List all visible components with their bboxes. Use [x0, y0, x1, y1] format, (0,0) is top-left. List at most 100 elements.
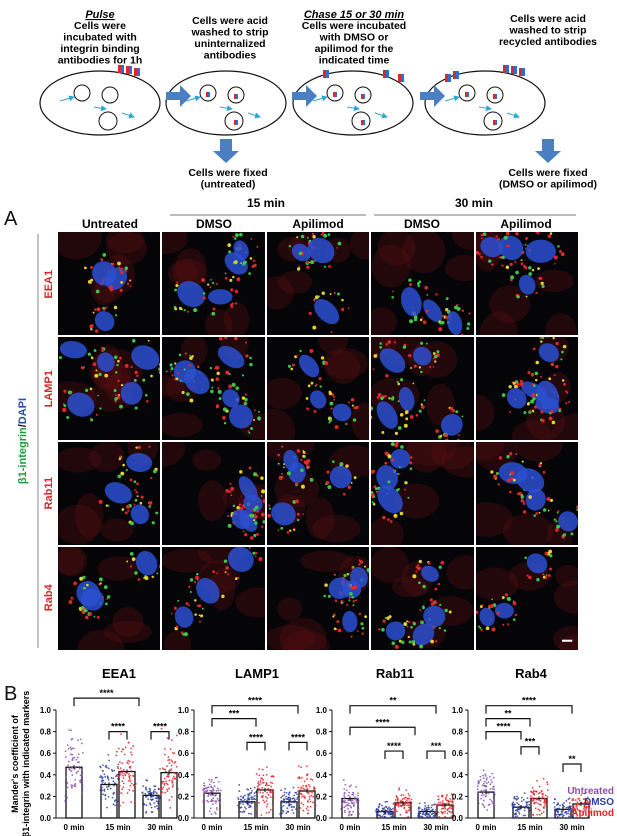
- data-point: [542, 811, 545, 813]
- data-point: [265, 800, 268, 802]
- data-point: [585, 806, 588, 809]
- x-tick-label: 15 min: [243, 823, 268, 832]
- x-tick-label: 30 min: [559, 823, 584, 832]
- data-point: [483, 806, 486, 809]
- data-point: [418, 811, 421, 814]
- data-point: [434, 816, 436, 819]
- data-point: [272, 775, 275, 778]
- data-point: [250, 796, 253, 799]
- data-point: [354, 798, 356, 800]
- data-point: [516, 802, 519, 804]
- process-arrow-2: [292, 85, 317, 107]
- data-point: [148, 790, 151, 793]
- data-point: [258, 774, 261, 777]
- data-point: [280, 799, 283, 802]
- data-point: [437, 795, 440, 798]
- data-point: [480, 794, 483, 797]
- data-point: [266, 803, 269, 806]
- data-point: [390, 815, 393, 818]
- bar-apilimod-15min: [118, 770, 136, 819]
- data-point: [257, 784, 260, 787]
- data-point: [345, 801, 348, 804]
- data-point: [269, 808, 272, 811]
- data-point: [286, 801, 289, 804]
- data-point: [406, 811, 409, 814]
- data-point: [168, 787, 170, 790]
- data-point: [585, 791, 588, 794]
- data-point: [586, 796, 589, 799]
- data-point: [300, 802, 303, 805]
- data-point: [403, 797, 406, 800]
- significance-label: ****: [249, 732, 264, 742]
- data-point: [542, 777, 545, 780]
- micrograph-rab11-col-5: [475, 442, 578, 545]
- data-point: [531, 796, 534, 799]
- data-point: [237, 804, 239, 807]
- fixation-arrow-2: [535, 139, 561, 163]
- data-point: [141, 792, 144, 795]
- y-tick-label: 0.6: [178, 749, 190, 758]
- data-point: [479, 779, 482, 781]
- data-point: [293, 806, 296, 808]
- data-point: [71, 774, 74, 776]
- data-point: [122, 777, 125, 779]
- data-point: [240, 798, 242, 801]
- time-header-30: 30 min: [455, 196, 493, 210]
- data-point: [529, 797, 532, 800]
- data-point: [79, 738, 82, 741]
- data-point: [210, 813, 213, 815]
- data-point: [112, 803, 115, 806]
- data-point: [296, 801, 298, 804]
- data-point: [71, 759, 74, 761]
- data-point: [525, 804, 528, 807]
- data-point: [288, 804, 291, 807]
- data-point: [119, 804, 121, 807]
- data-point: [80, 774, 83, 777]
- data-point: [172, 784, 174, 787]
- data-point: [120, 769, 123, 772]
- data-point: [348, 798, 350, 801]
- data-point: [110, 768, 113, 771]
- data-point: [397, 805, 400, 808]
- data-point: [537, 808, 540, 811]
- data-point: [216, 808, 219, 811]
- data-point: [452, 815, 455, 818]
- data-point: [485, 782, 488, 785]
- data-point: [258, 788, 260, 790]
- data-point: [258, 768, 261, 771]
- data-point: [491, 787, 494, 790]
- data-point: [489, 788, 492, 790]
- data-point: [302, 785, 304, 787]
- data-point: [253, 792, 256, 795]
- data-point: [293, 798, 296, 801]
- micrograph-eea1-col-4: [371, 232, 474, 335]
- data-point: [572, 805, 575, 808]
- data-point: [81, 784, 84, 787]
- data-point: [78, 761, 80, 763]
- data-point: [308, 795, 311, 798]
- data-point: [311, 791, 313, 794]
- data-point: [168, 762, 171, 765]
- data-point: [116, 800, 119, 803]
- data-point: [68, 760, 70, 763]
- data-point: [248, 804, 251, 807]
- data-point: [252, 796, 254, 798]
- data-point: [161, 791, 164, 794]
- data-point: [477, 802, 480, 805]
- bar-apilimod-15min: [256, 789, 274, 819]
- data-point: [149, 788, 152, 791]
- data-point: [203, 784, 206, 787]
- data-point: [309, 805, 312, 808]
- data-point: [160, 782, 163, 785]
- data-point: [207, 793, 210, 796]
- column-header-4: DMSO: [404, 217, 440, 231]
- data-point: [282, 810, 285, 813]
- data-point: [351, 793, 354, 796]
- data-point: [167, 773, 169, 776]
- data-point: [553, 801, 556, 804]
- data-point: [446, 794, 448, 796]
- data-point: [121, 772, 124, 775]
- significance-label: **: [389, 696, 397, 706]
- data-point: [214, 800, 216, 803]
